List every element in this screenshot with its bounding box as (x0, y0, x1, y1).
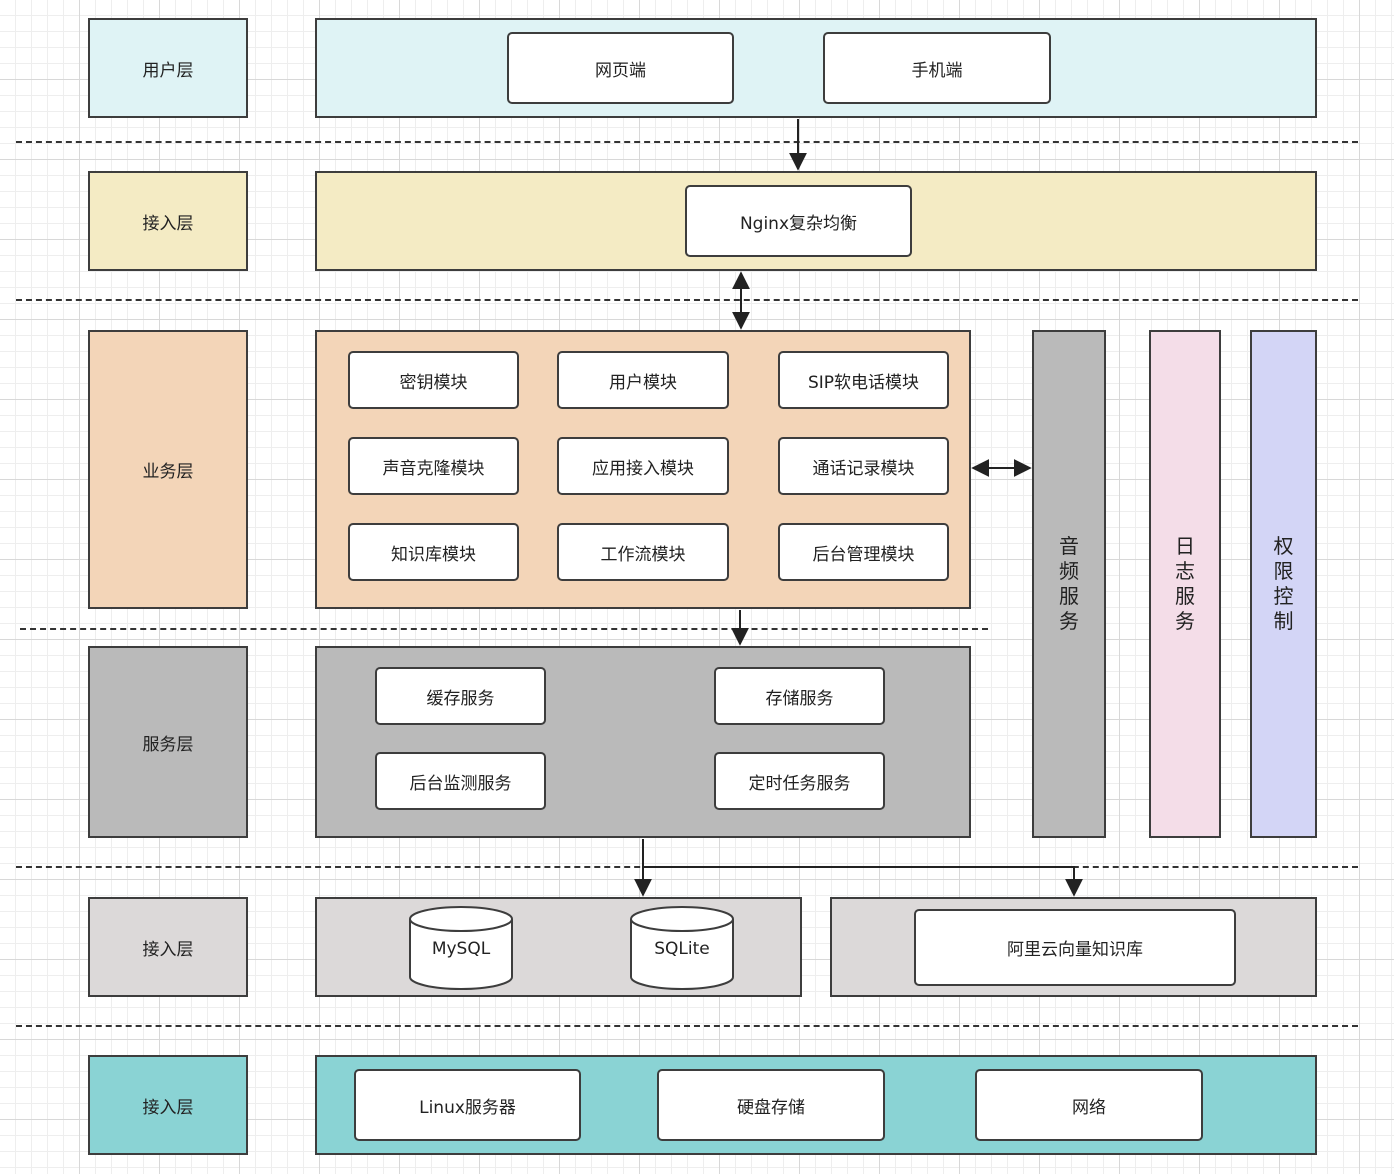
layer-label-infra: 接入层 (88, 1055, 248, 1155)
module-app-access: 应用接入模块 (557, 437, 729, 495)
audio-service-label: 音频服务 (1059, 534, 1079, 633)
network-node: 网络 (975, 1069, 1203, 1141)
module-sip-phone: SIP软电话模块 (778, 351, 949, 409)
separator-5 (16, 1025, 1358, 1027)
module-call-records: 通话记录模块 (778, 437, 949, 495)
layer-label-user: 用户层 (88, 18, 248, 118)
log-service-label: 日志服务 (1175, 534, 1195, 633)
sqlite-cylinder (630, 906, 734, 990)
layer-label-service: 服务层 (88, 646, 248, 838)
mysql-cylinder (409, 906, 513, 990)
module-user: 用户模块 (557, 351, 729, 409)
module-key: 密钥模块 (348, 351, 519, 409)
mysql-label: MySQL (431, 939, 491, 959)
service-cache: 缓存服务 (375, 667, 546, 725)
audio-service-column: 音频服务 (1032, 330, 1106, 838)
mobile-client-node: 手机端 (823, 32, 1051, 104)
separator-1 (16, 141, 1358, 143)
nginx-node: Nginx复杂均衡 (685, 185, 912, 257)
sqlite-database-icon: SQLite (629, 905, 735, 991)
arrow-service-to-vector-kb (643, 866, 1083, 897)
permission-control-label: 权限控制 (1273, 534, 1294, 633)
linux-server-node: Linux服务器 (354, 1069, 581, 1141)
vector-kb-node: 阿里云向量知识库 (914, 909, 1236, 986)
mysql-database-icon: MySQL (408, 905, 514, 991)
permission-control-column: 权限控制 (1250, 330, 1317, 838)
user-layer-container (315, 18, 1317, 118)
disk-storage-node: 硬盘存储 (657, 1069, 885, 1141)
module-voice-clone: 声音克隆模块 (348, 437, 519, 495)
module-knowledge-base: 知识库模块 (348, 523, 519, 581)
module-workflow: 工作流模块 (557, 523, 729, 581)
layer-label-data: 接入层 (88, 897, 248, 997)
separator-3 (20, 628, 988, 630)
separator-2 (16, 299, 1358, 301)
web-client-node: 网页端 (507, 32, 734, 104)
service-scheduled-tasks: 定时任务服务 (714, 752, 885, 810)
sqlite-label: SQLite (654, 939, 710, 959)
log-service-column: 日志服务 (1149, 330, 1221, 838)
layer-label-access: 接入层 (88, 171, 248, 271)
service-storage: 存储服务 (714, 667, 885, 725)
service-monitoring: 后台监测服务 (375, 752, 546, 810)
module-admin: 后台管理模块 (778, 523, 949, 581)
layer-label-business: 业务层 (88, 330, 248, 609)
